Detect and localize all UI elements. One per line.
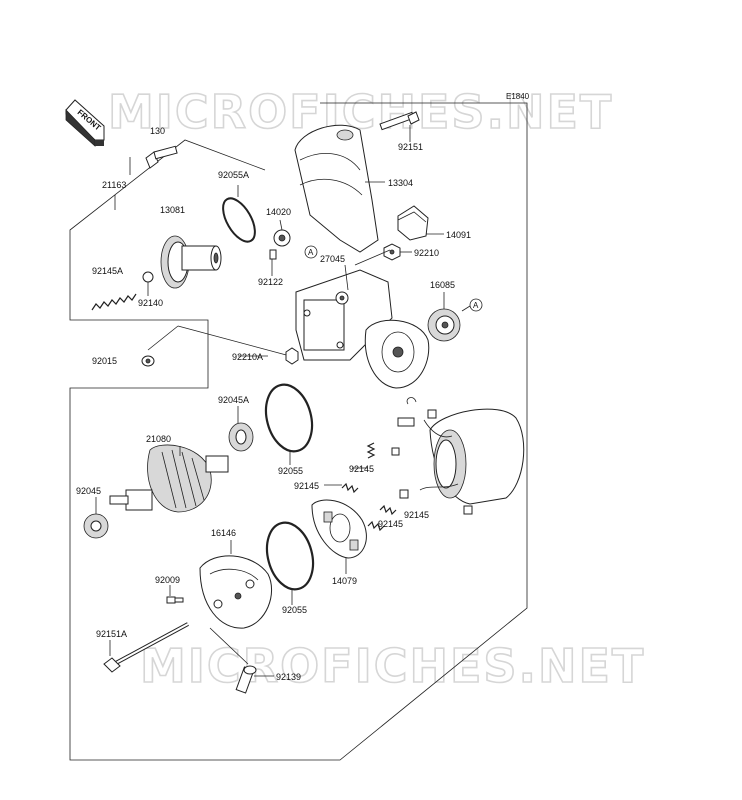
part-label-92055c: 92055: [282, 605, 307, 615]
part-label-27045: 27045: [320, 254, 345, 264]
part-label-21080: 21080: [146, 434, 171, 444]
drive-housing: [364, 319, 430, 389]
part-label-92015: 92015: [92, 356, 117, 366]
gear-16085: [427, 308, 461, 342]
part-label-16146: 16146: [211, 528, 236, 538]
part-label-21163: 21163: [102, 180, 126, 190]
part-label-14079: 14079: [332, 576, 357, 586]
part-label-14091: 14091: [446, 230, 471, 240]
part-label-13081: 13081: [160, 205, 185, 215]
part-label-92145d: 92145: [404, 510, 429, 520]
brush-plate-14079: [311, 499, 367, 559]
part-label-92055b: 92055: [278, 466, 303, 476]
end-cover-16146: [199, 555, 273, 629]
part-label-92140: 92140: [138, 298, 163, 308]
part-label-13304: 13304: [388, 178, 413, 188]
gear-14020: [273, 229, 291, 247]
part-label-92151: 92151: [398, 142, 423, 152]
part-label-92055a: 92055A: [218, 170, 249, 180]
pin-92122: [269, 249, 277, 260]
clutch-gear-13081: [160, 235, 222, 289]
housing-13304: [294, 124, 379, 253]
oring-92055-middle: [264, 383, 314, 453]
ref-code: E1840: [506, 92, 530, 101]
spring-92145-a: [366, 442, 376, 459]
part-label-92045a: 92045A: [218, 395, 249, 405]
part-label-14020: 14020: [266, 207, 291, 217]
bolt-92151: [379, 111, 420, 131]
armature-21080: [109, 444, 229, 513]
part-label-130: 130: [150, 126, 165, 136]
nut-92210a: [285, 347, 299, 365]
oring-92055-lower: [265, 521, 315, 591]
assembly-border: [69, 102, 528, 761]
nut-92210: [383, 243, 401, 261]
part-label-92210a: 92210A: [232, 352, 263, 362]
bearing-92045: [83, 513, 109, 539]
part-label-92045: 92045: [76, 486, 101, 496]
spring-92145-d: [367, 520, 385, 532]
yoke-assembly: [391, 397, 525, 515]
pin-92139: [235, 665, 257, 694]
washer-92015: [141, 355, 155, 367]
spring-92145a: [91, 293, 137, 311]
bolt-130: [145, 145, 178, 169]
part-label-92145a: 92145A: [92, 266, 123, 276]
watermark-bottom: MICROFICHES.NET: [140, 639, 645, 693]
front-arrow-icon: FRONT: [65, 99, 105, 147]
part-label-92139: 92139: [276, 672, 301, 682]
part-label-92151a: 92151A: [96, 629, 127, 639]
spring-92145-b: [341, 482, 359, 494]
part-label-92145e: 92145: [378, 519, 403, 529]
part-label-92009: 92009: [155, 575, 180, 585]
bolt-92151a: [103, 622, 189, 673]
oring-92055a: [222, 197, 256, 243]
spring-92145-c: [379, 504, 397, 516]
part-label-92210: 92210: [414, 248, 439, 258]
part-label-92122: 92122: [258, 277, 283, 287]
part-label-16085: 16085: [430, 280, 455, 290]
screw-92009: [166, 596, 184, 604]
boot-14091: [397, 205, 429, 241]
callout-a-lower: A: [469, 298, 483, 312]
svg-text:A: A: [473, 301, 479, 310]
bearing-92045a: [228, 422, 254, 452]
part-label-92145b: 92145: [349, 464, 374, 474]
callout-a-upper: A: [304, 245, 318, 259]
ball-92140: [142, 271, 154, 283]
part-label-92145c: 92145: [294, 481, 319, 491]
svg-text:A: A: [308, 248, 314, 257]
